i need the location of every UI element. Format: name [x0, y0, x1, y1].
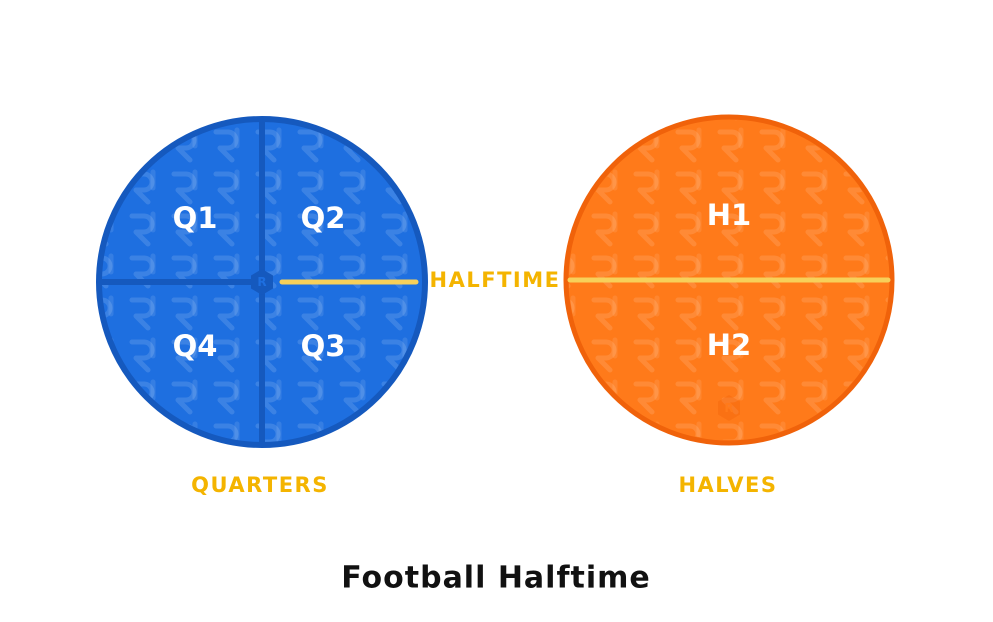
diagram-title: Football Halftime [341, 561, 651, 596]
halves-diagram: R H1 H2 [563, 114, 895, 446]
logo-icon: R [251, 269, 273, 295]
halftime-label: HALFTIME [430, 268, 561, 292]
segment-label-h1: H1 [707, 198, 751, 232]
halves-caption: HALVES [678, 473, 777, 497]
segment-label-q4: Q4 [173, 329, 218, 363]
logo-letter: R [724, 401, 733, 415]
quarters-diagram: R Q1 Q2 Q3 Q4 [96, 116, 428, 448]
segment-label-q2: Q2 [301, 201, 346, 235]
segment-label-h2: H2 [707, 328, 751, 362]
quarters-caption: QUARTERS [191, 473, 329, 497]
logo-letter: R [257, 275, 266, 289]
logo-icon: R [718, 395, 740, 421]
segment-label-q3: Q3 [301, 329, 346, 363]
segment-label-q1: Q1 [173, 201, 218, 235]
